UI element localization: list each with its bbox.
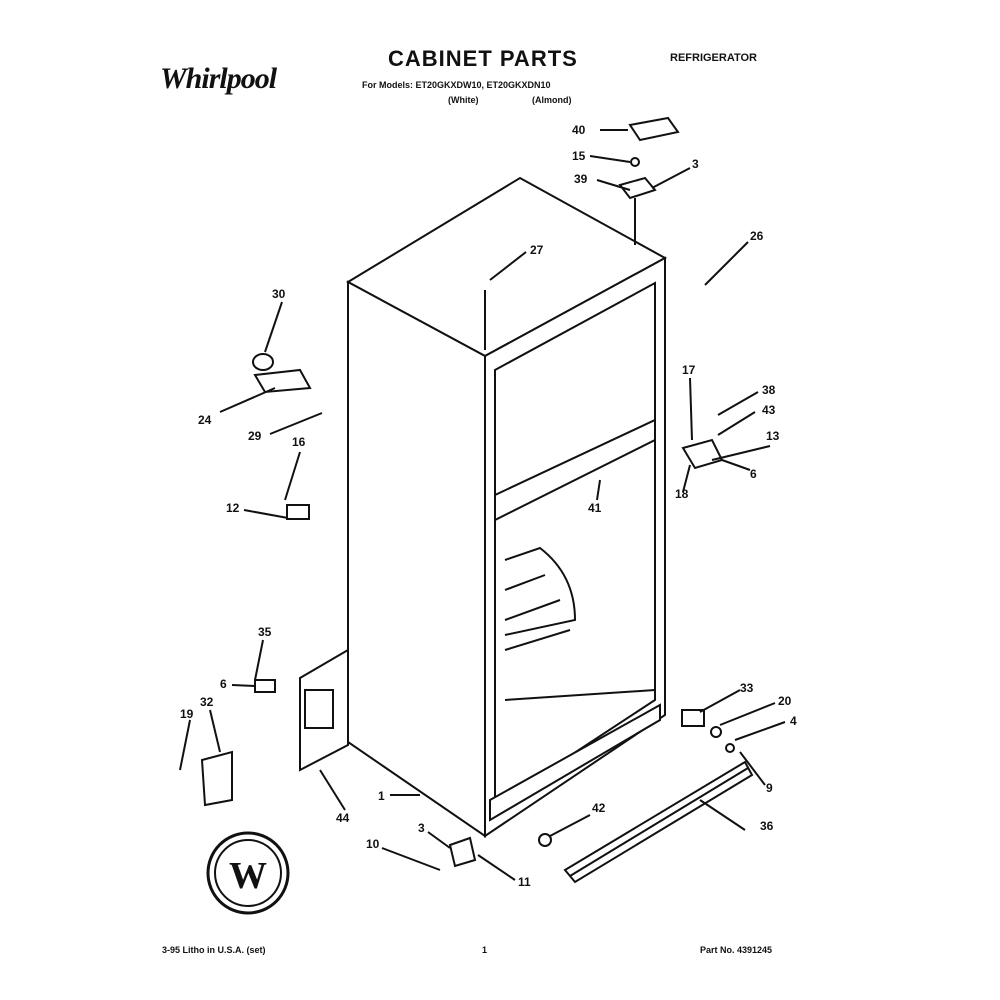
- callout-39: 39: [574, 172, 588, 186]
- callout-35: 35: [258, 625, 272, 639]
- leader-lines: [179, 129, 786, 881]
- center-hinge: [681, 438, 724, 470]
- bottom-hinge: [681, 709, 735, 753]
- footer-printed: 3-95 Litho in U.S.A. (set): [162, 945, 266, 955]
- toe-grille: [563, 760, 754, 884]
- callout-6-upper: 6: [750, 467, 757, 481]
- callout-18: 18: [675, 487, 689, 501]
- category-label: REFRIGERATOR: [670, 52, 757, 64]
- callout-11: 11: [518, 875, 531, 889]
- variant-white: (White): [448, 95, 479, 105]
- page-title: CABINET PARTS: [388, 46, 578, 71]
- callout-32: 32: [200, 695, 214, 709]
- callout-42: 42: [592, 801, 606, 815]
- callout-15: 15: [572, 149, 586, 163]
- callout-16: 16: [292, 435, 306, 449]
- callout-40: 40: [572, 123, 586, 137]
- callout-36: 36: [760, 819, 774, 833]
- callout-38: 38: [762, 383, 776, 397]
- callout-24: 24: [198, 413, 212, 427]
- callout-10: 10: [366, 837, 380, 851]
- callout-3: 3: [692, 157, 699, 171]
- callout-26: 26: [750, 229, 764, 243]
- access-panel: [200, 648, 349, 807]
- callout-3-lower: 3: [418, 821, 425, 835]
- callout-27: 27: [530, 243, 544, 257]
- callout-13: 13: [766, 429, 780, 443]
- footer-part-no: Part No. 4391245: [700, 945, 773, 955]
- callout-44: 44: [336, 811, 350, 825]
- seal-logo: W: [206, 831, 290, 915]
- models-subtitle: For Models: ET20GKXDW10, ET20GKXDN10: [362, 80, 551, 90]
- leveling-leg: [448, 833, 552, 868]
- callout-41: 41: [588, 501, 602, 515]
- footer-page: 1: [482, 945, 488, 955]
- whirlpool-logo: Whirlpool: [160, 62, 277, 95]
- callout-33: 33: [740, 681, 754, 695]
- svg-text:W: W: [229, 855, 267, 897]
- left-hinge-parts: [252, 353, 312, 520]
- callout-30: 30: [272, 287, 286, 301]
- callout-17: 17: [682, 363, 696, 377]
- callout-labels: 40 15 39 3 26 27 30 24 29 16 12 17 38 43…: [180, 123, 797, 889]
- variant-almond: (Almond): [532, 95, 572, 105]
- callout-6-lower: 6: [220, 677, 227, 691]
- cabinet-body: [345, 176, 668, 838]
- top-hinge: [618, 116, 680, 245]
- callout-12: 12: [226, 501, 240, 515]
- callout-43: 43: [762, 403, 776, 417]
- callout-20: 20: [778, 694, 792, 708]
- callout-4: 4: [790, 714, 797, 728]
- callout-9: 9: [766, 781, 773, 795]
- callout-29: 29: [248, 429, 262, 443]
- callout-19: 19: [180, 707, 194, 721]
- callout-1: 1: [378, 789, 385, 803]
